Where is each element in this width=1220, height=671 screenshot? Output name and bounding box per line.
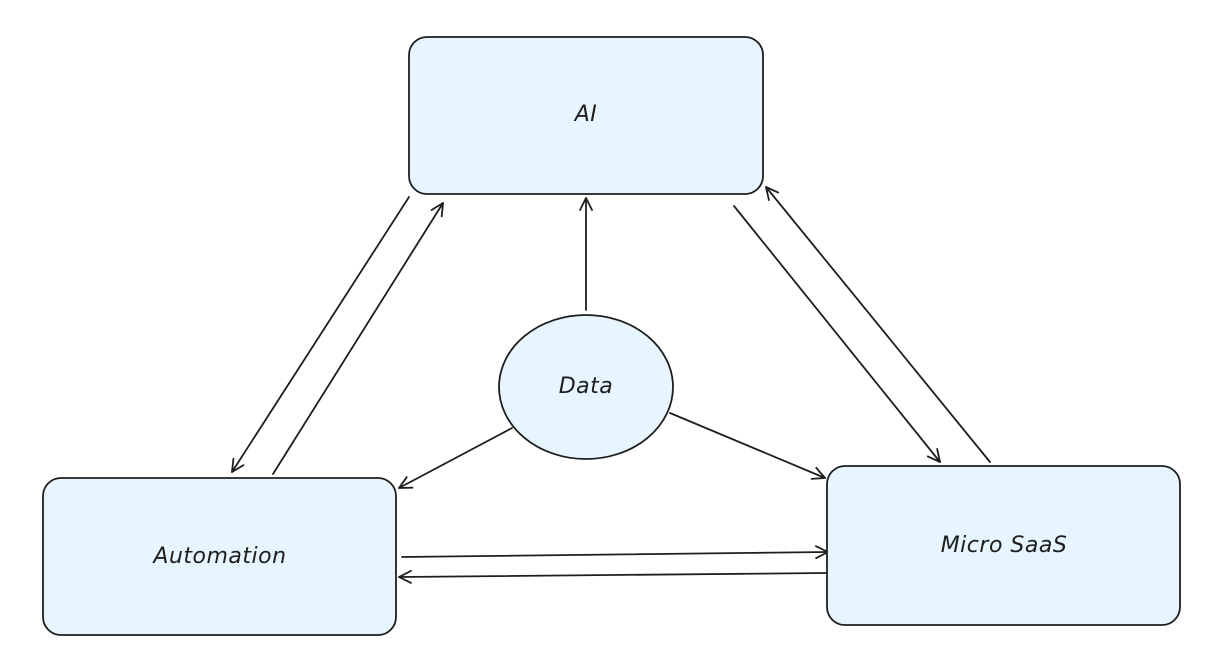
edge-data-to-automation[interactable] [398, 427, 513, 489]
edge-micro-saas-to-automation[interactable] [398, 569, 828, 584]
node-data-label: Data [559, 374, 614, 399]
node-ai-box[interactable] [408, 36, 764, 195]
edge-ai-to-automation[interactable] [231, 196, 410, 473]
node-automation-label: Automation [151, 544, 286, 569]
edges-layer [231, 186, 991, 584]
edge-automation-to-micro-saas[interactable] [401, 545, 829, 560]
edge-automation-to-ai[interactable] [272, 202, 444, 475]
node-micro-saas[interactable]: Micro SaaS [826, 465, 1181, 626]
edge-micro-saas-to-ai[interactable] [765, 186, 991, 463]
node-micro-saas-label: Micro SaaS [941, 533, 1068, 558]
node-automation-box[interactable] [42, 477, 397, 636]
edge-ai-to-micro-saas[interactable] [733, 205, 941, 463]
node-automation[interactable]: Automation [42, 477, 397, 636]
node-ai[interactable]: AI [408, 36, 764, 195]
node-data-ellipse[interactable] [498, 314, 674, 460]
node-micro-saas-box[interactable] [826, 465, 1181, 626]
node-ai-label: AI [573, 102, 598, 127]
edge-data-to-micro-saas[interactable] [669, 412, 826, 480]
node-data[interactable]: Data [498, 314, 674, 460]
